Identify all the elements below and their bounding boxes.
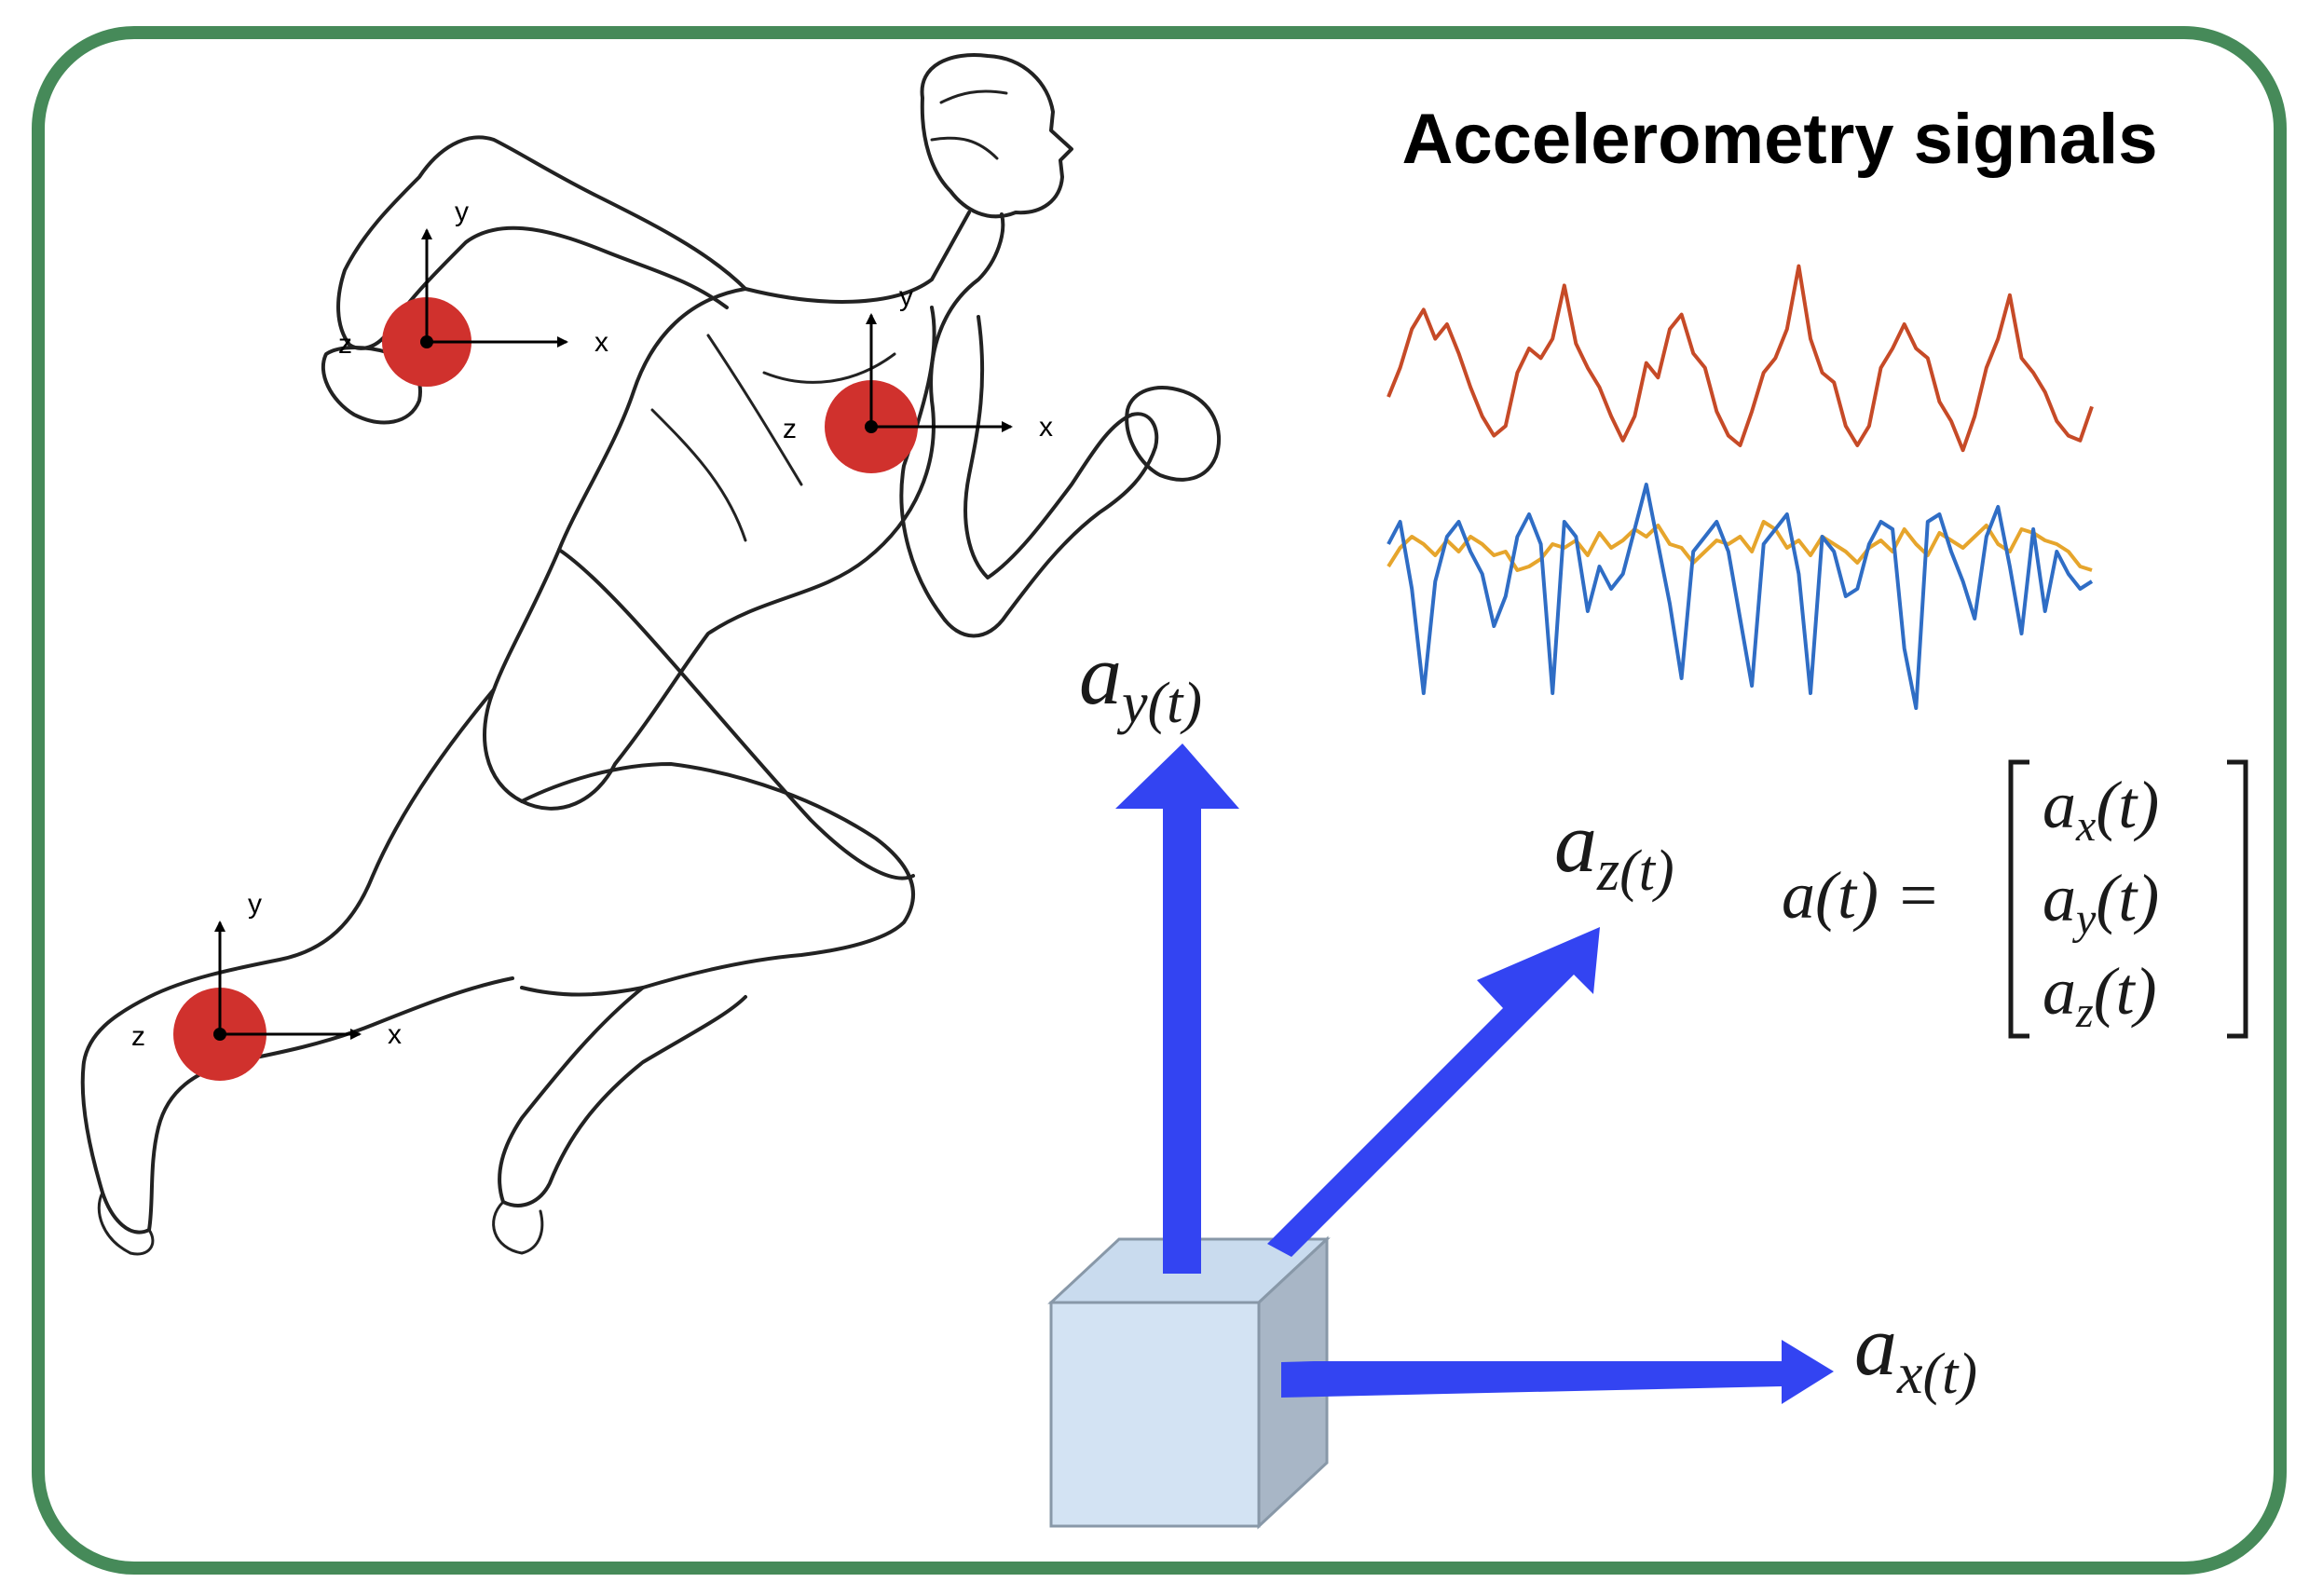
sensor-wrist-z-label: z (338, 329, 352, 360)
chart-title: Accelerometry signals (1401, 100, 2157, 179)
signal-chart (1387, 264, 2094, 710)
sensor-wrist: y x z (338, 197, 608, 387)
sensor-chest-y-label: y (899, 281, 913, 312)
label-ax: ax(t) (1854, 1298, 1977, 1406)
left-bracket (2008, 759, 2029, 1039)
sensor-ankle-z-label: z (131, 1021, 145, 1052)
signal-series-1 (1387, 264, 2094, 453)
sensor-group: y x z y x z y x z (131, 197, 1053, 1081)
equation-lhs: a(t) = (1782, 858, 1941, 933)
sensor-chest: y x z (783, 281, 1053, 473)
runner-rear-fist (321, 346, 422, 425)
sensor-chest-x-label: x (1039, 412, 1053, 443)
runner-front-leg (520, 548, 915, 997)
runner-front-fist (1125, 386, 1222, 482)
acceleration-equation: a(t) = ax(t) ay(t) az(t) (1782, 759, 2248, 1039)
runner-head (920, 53, 1073, 219)
runner-figure (80, 53, 1222, 1256)
signal-series-3 (1387, 483, 2094, 710)
signal-series-2 (1387, 520, 2093, 572)
runner-torso (483, 211, 1005, 811)
sensor-ankle-y-label: y (248, 889, 262, 920)
sensor-wrist-y-label: y (455, 197, 469, 227)
equation-row-x: ax(t) (2043, 768, 2159, 851)
sensor-chest-z-label: z (783, 414, 797, 444)
cube-front (1049, 1301, 1261, 1528)
arrow-ax (1281, 1340, 1834, 1404)
label-az: az(t) (1554, 795, 1674, 903)
sensor-ankle-x-label: x (388, 1019, 402, 1050)
runner-front-arm (899, 306, 1159, 638)
axis-arrows (1115, 743, 1834, 1404)
label-ay: ay(t) (1079, 627, 1202, 735)
sensor-ankle: y x z (131, 889, 402, 1081)
equation-row-z: az(t) (2043, 954, 2157, 1037)
runner-rear-leg (80, 688, 514, 1235)
sensor-wrist-x-label: x (594, 327, 608, 358)
right-bracket (2227, 759, 2248, 1039)
equation-row-y: ay(t) (2043, 861, 2159, 944)
runner-rear-arm (336, 135, 747, 350)
arrow-az (1267, 927, 1600, 1257)
arrow-ay (1115, 743, 1239, 1274)
